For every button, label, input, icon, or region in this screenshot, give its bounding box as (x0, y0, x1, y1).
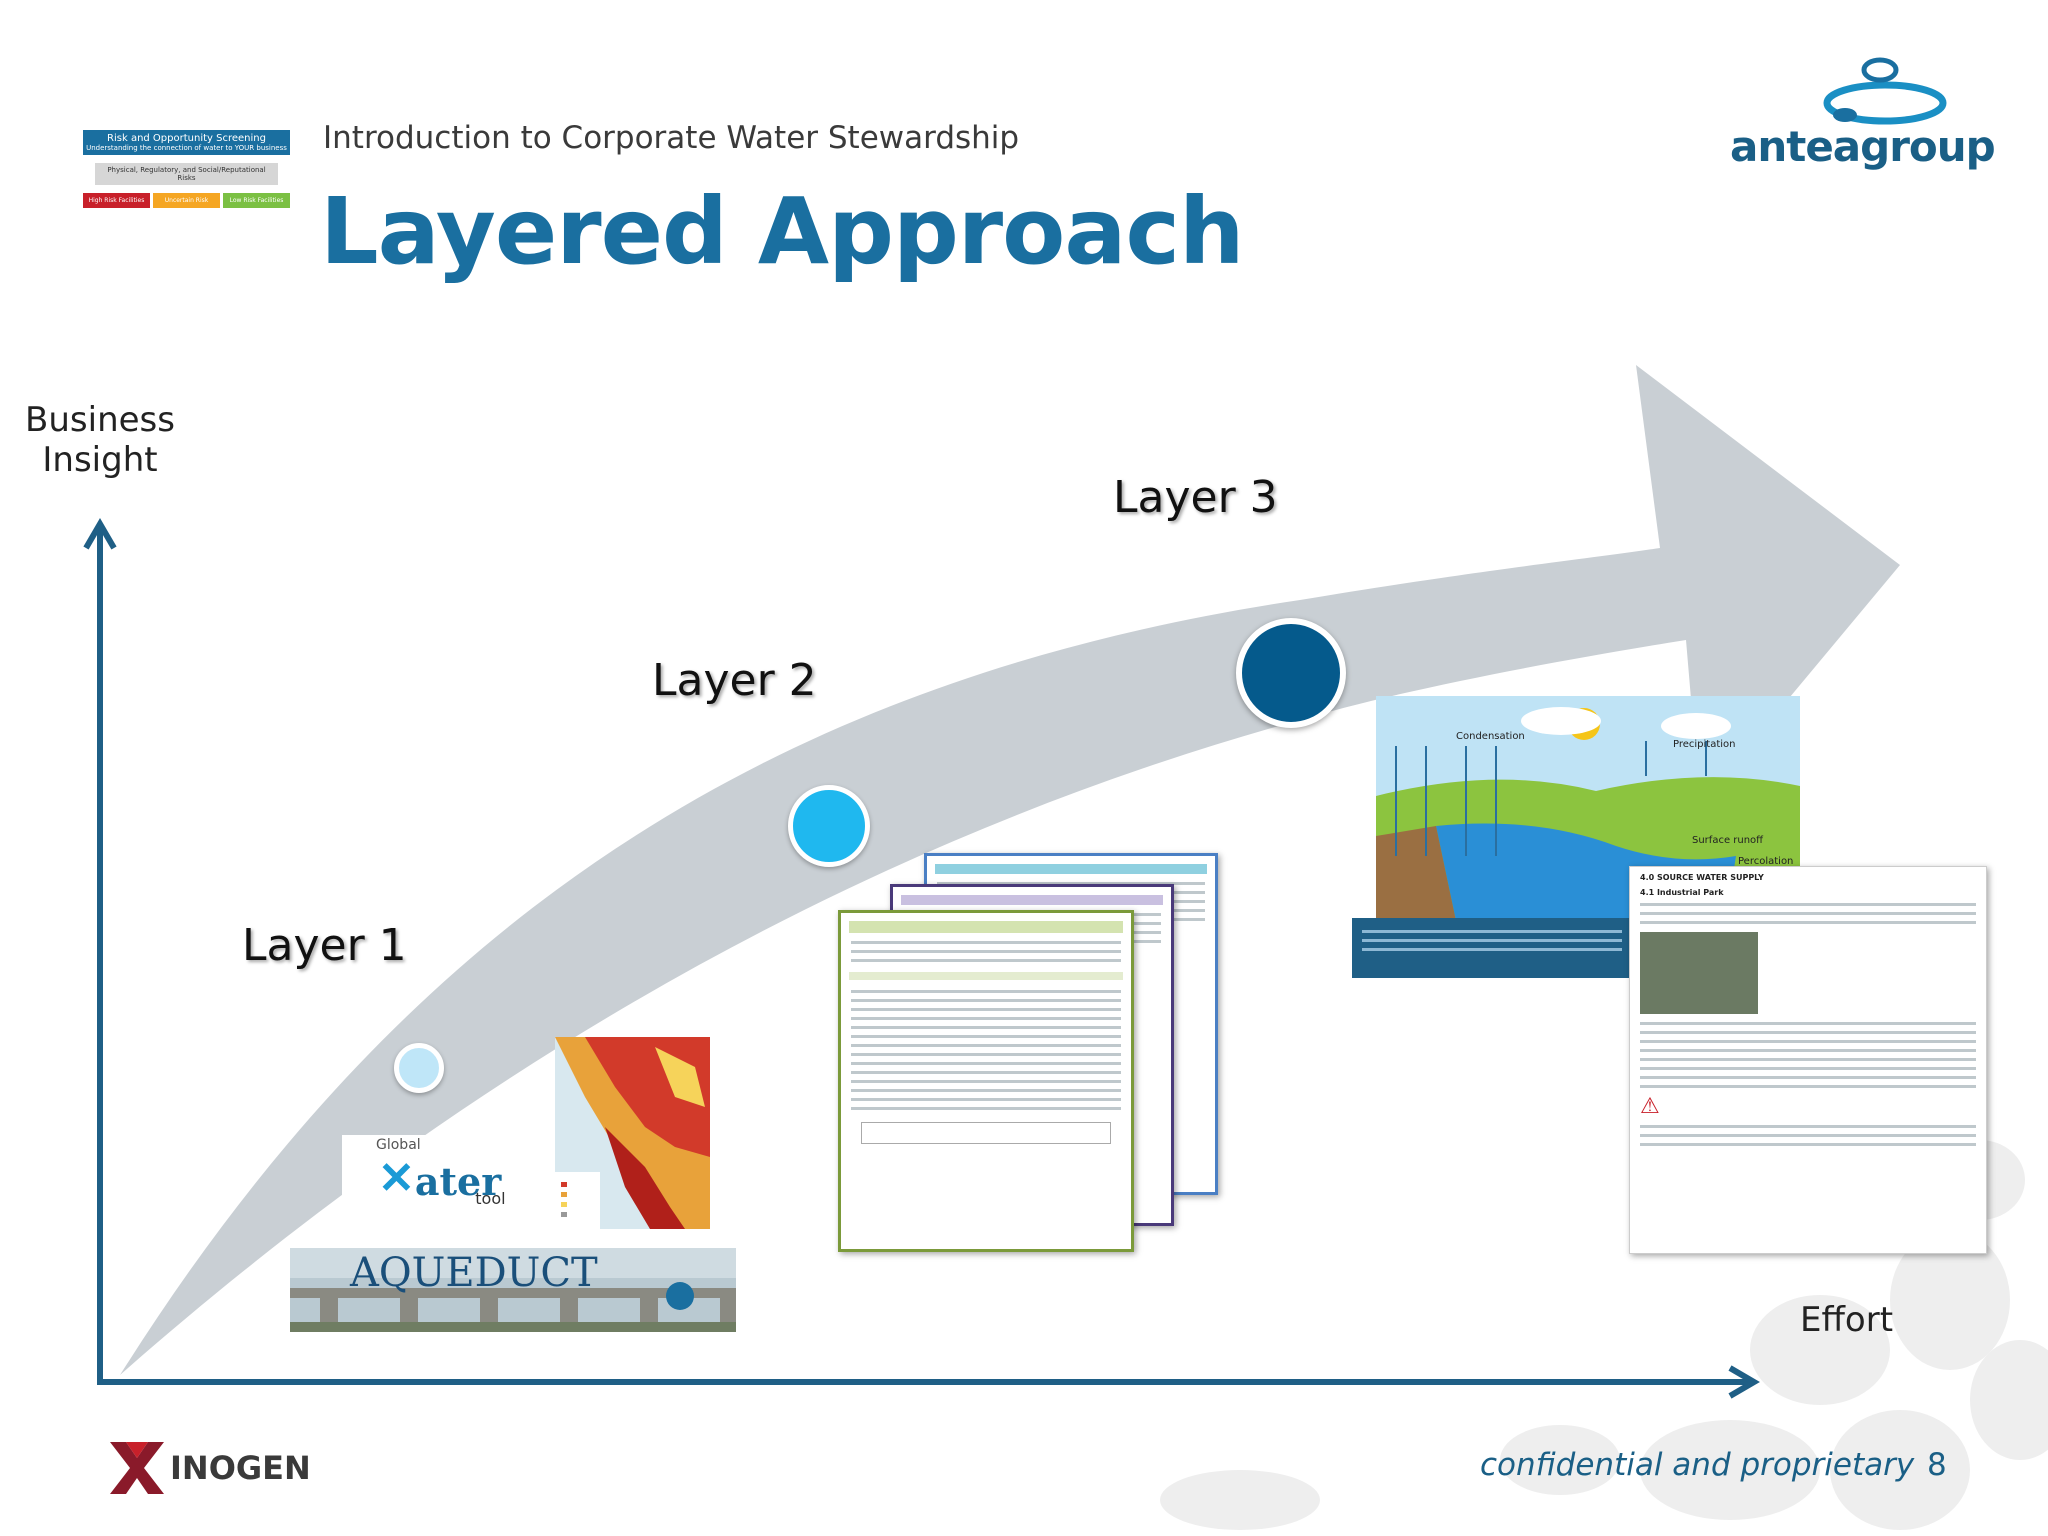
layer-3-dot (1236, 618, 1346, 728)
water-risk-map-image (555, 1037, 710, 1229)
y-axis-label: Business Insight (10, 400, 190, 480)
confidential-footer: confidential and proprietary (1480, 1447, 1915, 1483)
page-number: 8 (1927, 1447, 1947, 1483)
thumbnail-top-label: Risk and Opportunity Screening (107, 133, 266, 144)
y-axis-label-line2: Insight (42, 440, 158, 480)
global-water-tool-logo: Global ✕ ater tool (342, 1135, 527, 1230)
doc-section-heading: 4.0 SOURCE WATER SUPPLY (1640, 873, 1764, 882)
facility-water-survey-doc (838, 910, 1134, 1252)
water-tool-x-icon: ✕ (378, 1153, 415, 1204)
slide-title: Layered Approach (320, 178, 1244, 285)
layer-2-dot (788, 785, 870, 867)
uncertain-risk-badge: Uncertain Risk (153, 193, 220, 208)
layer-2-label: Layer 2 (652, 655, 817, 706)
surface-runoff-label: Surface runoff (1692, 835, 1764, 846)
doc-subsection-heading: 4.1 Industrial Park (1640, 888, 1724, 897)
thumbnail-mid-bar: Physical, Regulatory, and Social/Reputat… (95, 163, 278, 185)
layer-3-label: Layer 3 (1113, 472, 1278, 523)
logo-swirl-icon (1823, 57, 1947, 125)
thumbnail-top-bar: Risk and Opportunity Screening Understan… (83, 130, 290, 155)
percolation-label: Percolation (1738, 856, 1794, 867)
source-water-supply-doc: 4.0 SOURCE WATER SUPPLY 4.1 Industrial P… (1629, 866, 1987, 1254)
condensation-label: Condensation (1456, 731, 1525, 742)
anteagroup-logo: anteagroup (1730, 55, 1996, 175)
growth-arrow (120, 365, 1900, 1375)
risk-screening-thumbnail: Risk and Opportunity Screening Understan… (83, 130, 290, 208)
logo-text: anteagroup (1730, 122, 1996, 171)
layer-1-dot (394, 1043, 444, 1093)
y-axis-label-line1: Business (25, 400, 175, 440)
inogen-brand-text: INOGEN (170, 1449, 311, 1487)
presentation-subtitle: Introduction to Corporate Water Stewards… (323, 120, 1020, 156)
water-tool-name: ater (414, 1159, 502, 1204)
precipitation-label: Precipitation (1673, 739, 1736, 750)
industrial-park-photo (1640, 932, 1758, 1014)
low-risk-badge: Low Risk Facilities (223, 193, 290, 208)
inogen-logo: INOGEN (106, 1438, 311, 1498)
water-balance-equation-panel (1352, 918, 1632, 978)
aqueduct-title: AQUEDUCT (350, 1250, 598, 1296)
aqueduct-banner-image (290, 1248, 736, 1332)
layer-1-label: Layer 1 (242, 920, 407, 971)
warning-icon: ⚠ (1640, 1094, 1660, 1119)
thumbnail-top-sublabel: Understanding the connection of water to… (86, 144, 287, 152)
inogen-x-icon (110, 1442, 164, 1494)
high-risk-badge: High Risk Facilities (83, 193, 150, 208)
water-tool-global-text: Global (376, 1137, 421, 1153)
x-axis-label: Effort (1800, 1300, 1894, 1340)
water-tool-suffix: tool (475, 1189, 506, 1208)
